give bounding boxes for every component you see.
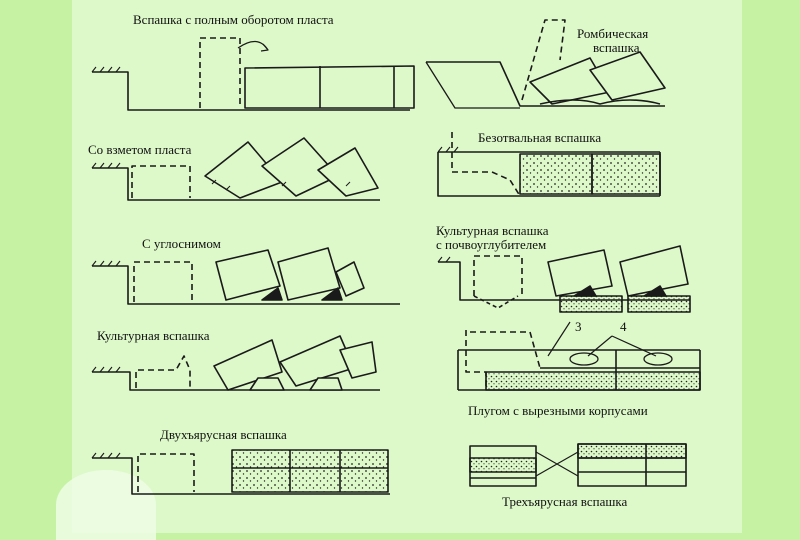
label-full-turn: Вспашка с полным оборотом пласта [133, 12, 334, 27]
sketch-cutout-bodies [457, 321, 701, 391]
label-cultural-subsoil-line1: Культурная вспашка [436, 223, 549, 238]
sketch-three-tier [469, 443, 687, 487]
sketch-full-turn [91, 37, 415, 111]
label-raised-layer: Со взметом пласта [88, 142, 192, 157]
label-skimmer: С углоснимом [142, 236, 221, 251]
label-rhombic-line1: Ромбическая [577, 26, 649, 41]
sketch-cultural-subsoil [437, 245, 691, 313]
sketch-skimmer [91, 247, 400, 305]
label-numeral-4: 4 [620, 319, 627, 334]
sketch-moldless [437, 132, 661, 197]
label-cultural-subsoil-line2: с почвоуглубителем [436, 237, 547, 252]
label-numeral-3: 3 [575, 319, 582, 334]
label-rhombic-line2: вспашка [593, 40, 640, 55]
sketch-two-tier [91, 449, 390, 495]
sketch-raised-layer [91, 137, 380, 201]
label-three-tier: Трехъярусная вспашка [502, 494, 628, 509]
sketch-rhombic [425, 19, 666, 109]
label-moldless: Безотвальная вспашка [478, 130, 602, 145]
label-cutout-bodies: Плугом с вырезными корпусами [468, 403, 648, 418]
label-two-tier: Двухъярусная вспашка [160, 427, 287, 442]
decorative-corner [56, 470, 156, 540]
label-cultural: Культурная вспашка [97, 328, 210, 343]
sketch-cultural [91, 335, 380, 391]
